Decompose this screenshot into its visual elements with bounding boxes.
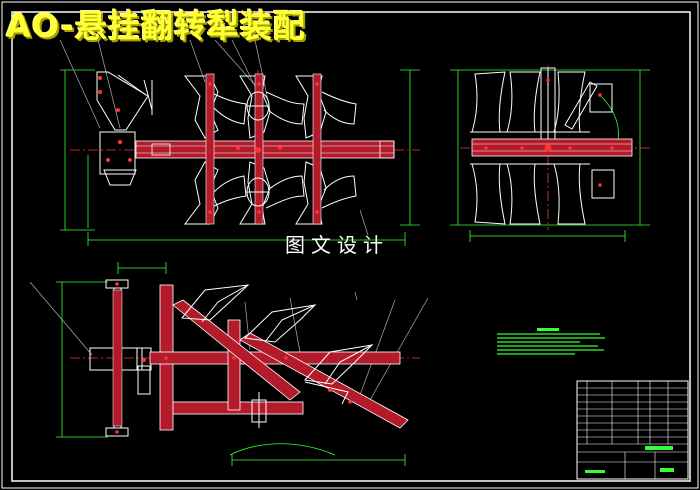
side-view (450, 65, 650, 242)
drawing-title: AO-悬挂翻转犁装配 (6, 7, 306, 45)
plan-view (29, 262, 429, 466)
technical-notes-block (497, 328, 605, 355)
front-view (59, 39, 420, 246)
watermark-text: 图文设计 (285, 233, 389, 257)
title-block (576, 380, 689, 480)
drawing-frame-inner (11, 11, 691, 482)
